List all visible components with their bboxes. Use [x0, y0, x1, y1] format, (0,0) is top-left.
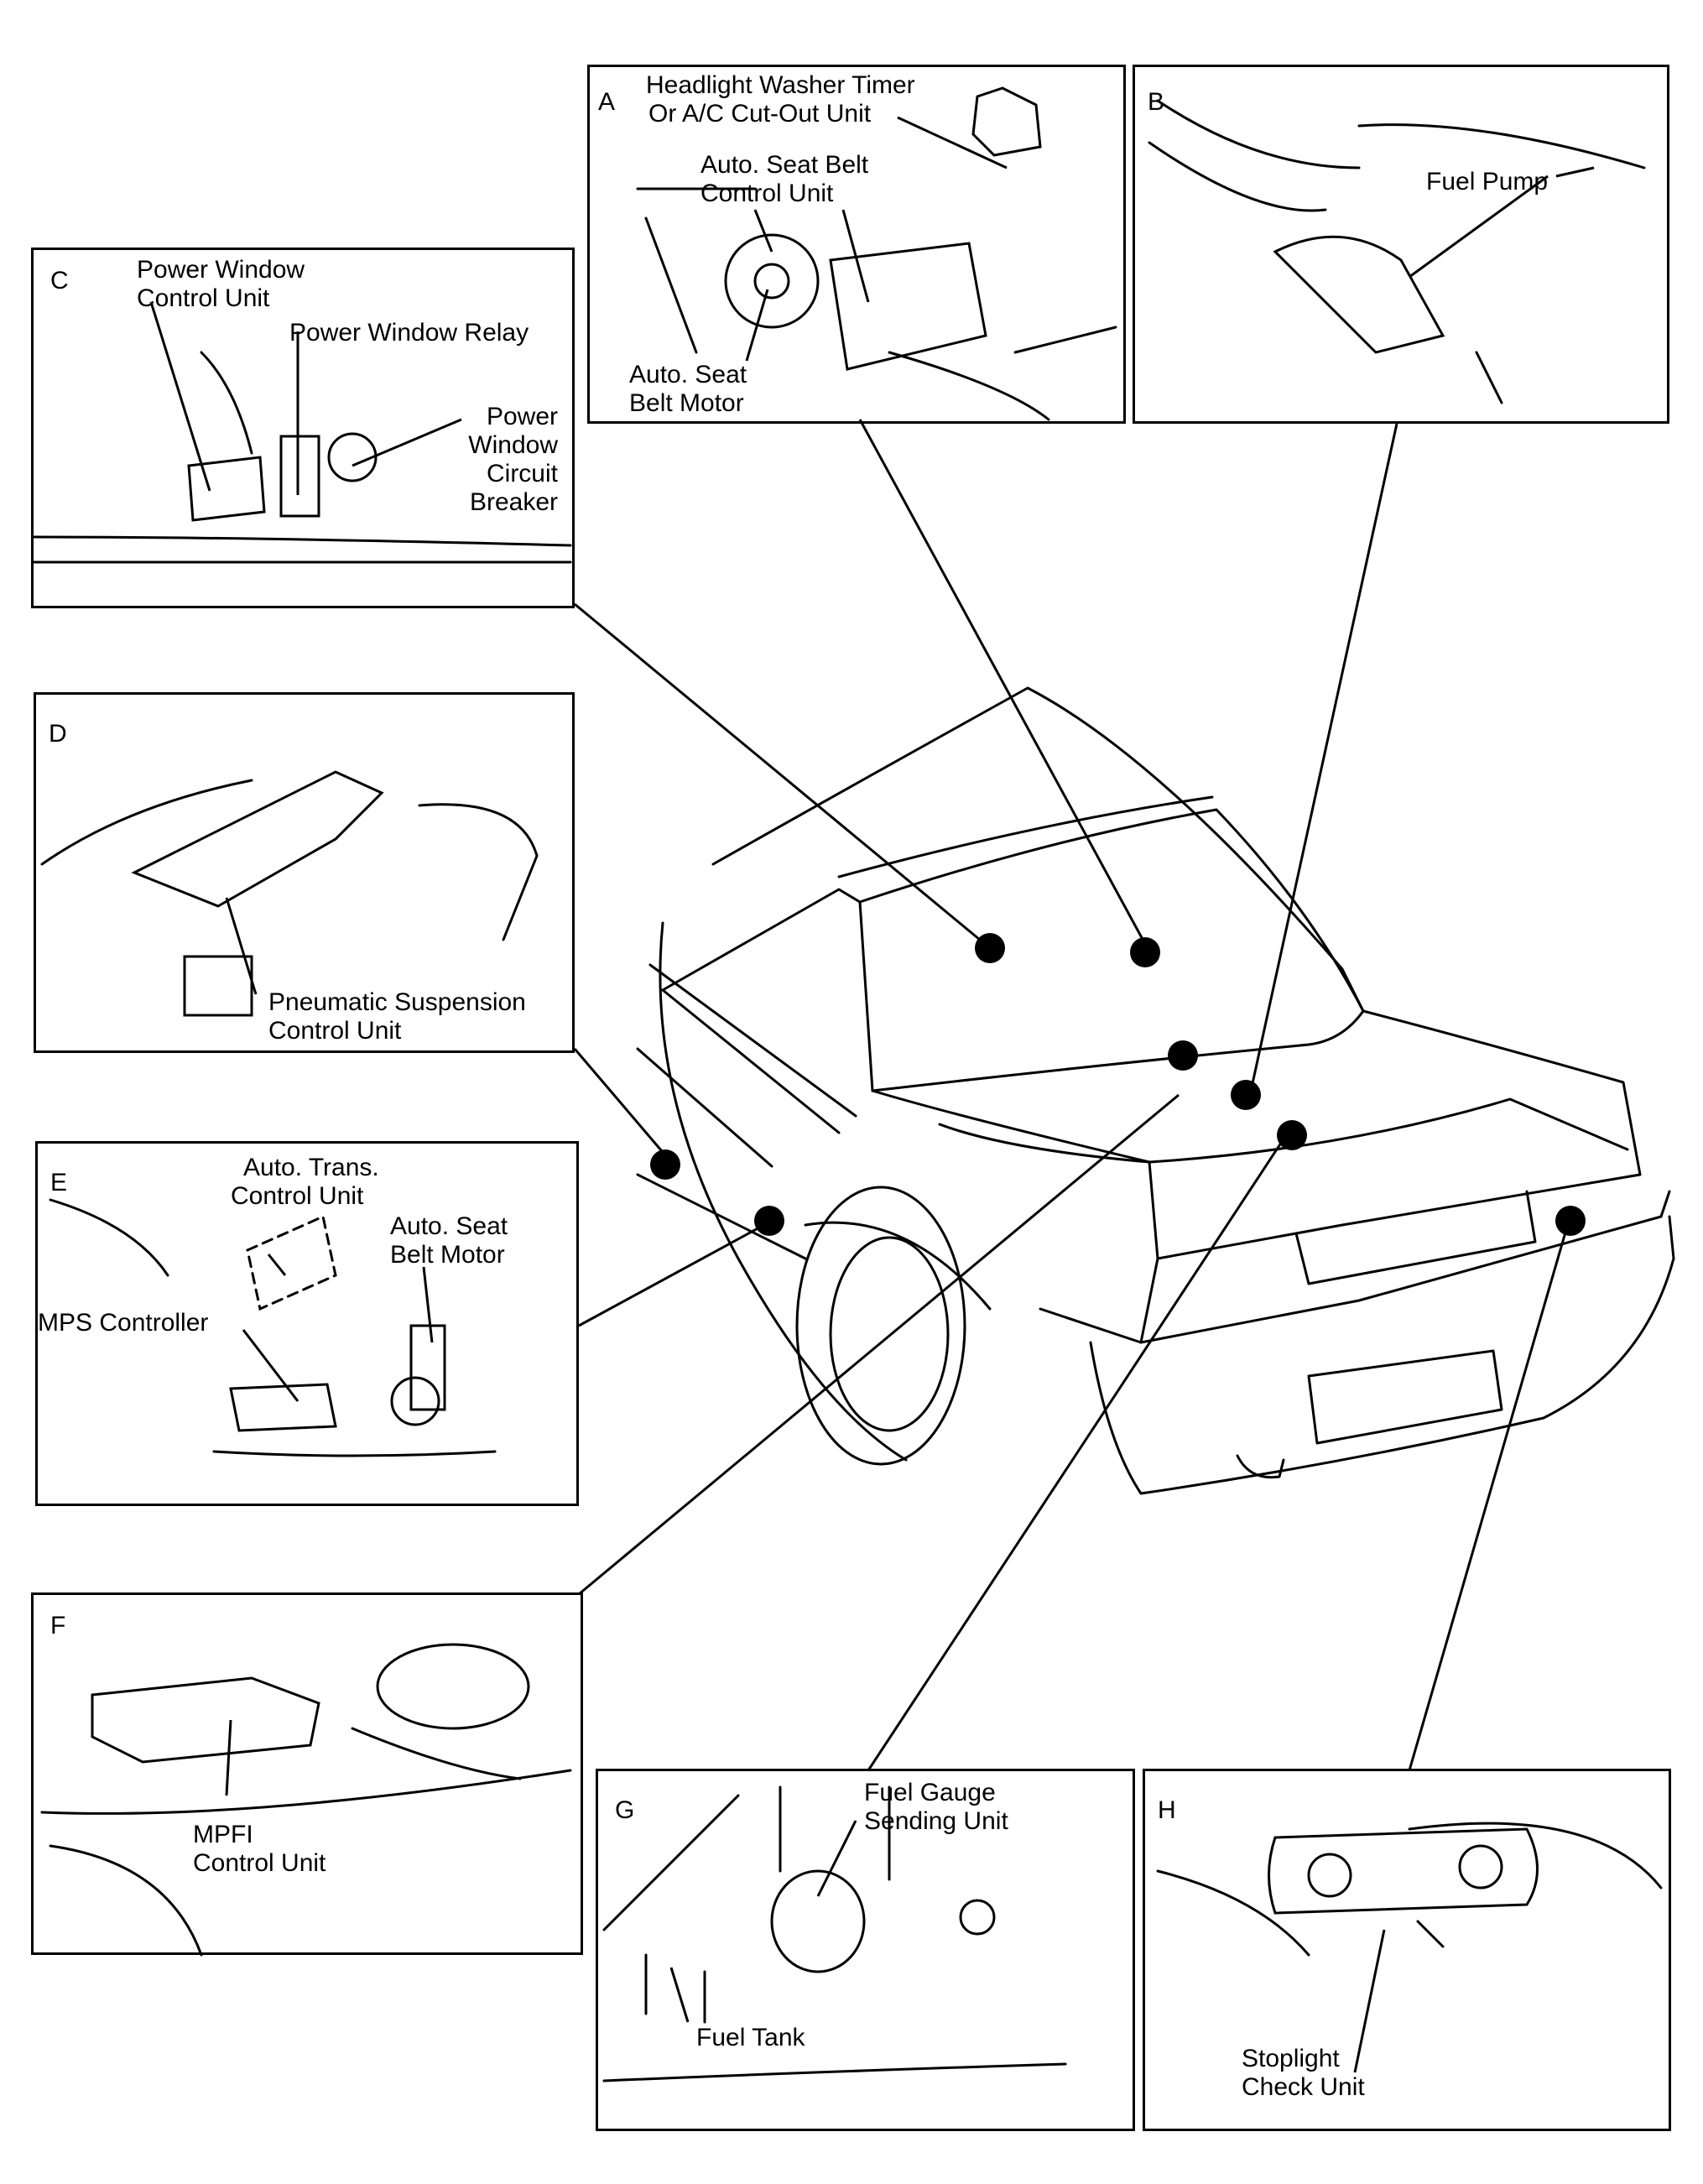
car-side-profile [659, 921, 908, 1462]
stoplight-housing [1268, 1827, 1539, 1915]
taillight-left [1039, 1307, 1143, 1344]
seat-belt-motor-box [409, 1324, 446, 1411]
panel-G: G [596, 1769, 1135, 2131]
trunk-edge [1362, 1009, 1642, 1176]
rear-wheel-inner [829, 1236, 950, 1432]
leader-B [1248, 423, 1398, 1096]
panel-letter-H: H [1158, 1796, 1176, 1824]
dot-F [1168, 1040, 1198, 1071]
side-line-2 [661, 988, 841, 1134]
panel-H: H [1143, 1769, 1671, 2131]
label-auto-trans-control-unit: Auto. Trans. Control Unit [231, 1154, 379, 1210]
leader-H [1408, 1220, 1570, 1771]
panel-letter-B: B [1148, 88, 1165, 116]
leader-G [867, 1132, 1289, 1771]
panel-E: E [35, 1141, 579, 1506]
side-line-1 [648, 963, 857, 1118]
label-power-window-relay: Power Window Relay [289, 319, 529, 347]
dot-A [1130, 937, 1160, 967]
panel-B: B [1133, 65, 1669, 424]
wheel-arch [804, 1221, 992, 1311]
rear-wheel-outer [795, 1186, 966, 1466]
label-headlight-washer-timer: Headlight Washer Timer Or A/C Cut-Out Un… [646, 71, 915, 128]
leader-A [858, 419, 1147, 945]
panel-D: D [34, 692, 575, 1053]
label-pneumatic-suspension-control-unit: Pneumatic Suspension Control Unit [268, 988, 526, 1045]
leader-lines [573, 419, 1570, 1771]
label-seat-belt-control-unit: Auto. Seat Belt Control Unit [700, 151, 869, 207]
dot-G [1277, 1120, 1307, 1150]
label-power-window-circuit-breaker: Power Window Circuit Breaker [468, 403, 558, 516]
mps-controller-box [229, 1383, 337, 1432]
washer-timer-unit [971, 86, 1042, 157]
leader-F [578, 1093, 1180, 1596]
panel-F: F [31, 1592, 583, 1955]
panel-C: C [31, 248, 575, 608]
label-fuel-tank: Fuel Tank [696, 2024, 805, 2051]
location-dots [650, 933, 1586, 1236]
side-line-3 [636, 1047, 773, 1168]
dot-B [1231, 1080, 1261, 1110]
leader-C [574, 602, 991, 950]
label-mps-controller: MPS Controller [38, 1309, 209, 1337]
callout-lines [149, 116, 1595, 2073]
panel-letter-E: E [50, 1169, 68, 1196]
label-fuel-gauge-sending-unit: Fuel Gauge Sending Unit [864, 1779, 1008, 1835]
panel-sketches [32, 86, 1663, 2082]
label-stoplight-check-unit: Stoplight Check Unit [1242, 2045, 1365, 2101]
panel-A: A [587, 65, 1126, 424]
pw-control-box [187, 456, 266, 522]
fuel-pump [1273, 235, 1445, 354]
label-seat-belt-motor-e: Auto. Seat Belt Motor [390, 1212, 508, 1269]
rear-window [858, 808, 1365, 1092]
trunk-lid [871, 1089, 1629, 1164]
belt-control-box [829, 242, 987, 371]
dot-H [1555, 1206, 1586, 1236]
mpfi-control-box [91, 1676, 320, 1764]
rear-panel-top [1148, 1160, 1642, 1260]
rear-bumper [1089, 1215, 1675, 1495]
pneumatic-control-box [131, 770, 384, 908]
pw-breaker-round [327, 432, 378, 482]
rear-panel-bottom [1139, 1190, 1671, 1344]
rear-window-left [661, 888, 874, 1092]
pw-relay-box [279, 435, 320, 518]
license-plate [1307, 1349, 1503, 1445]
dot-E [754, 1206, 784, 1236]
trunk-line [938, 1123, 1151, 1164]
label-fuel-pump: Fuel Pump [1426, 168, 1549, 195]
trans-control-dashed [246, 1214, 337, 1311]
label-seat-belt-motor-a: Auto. Seat Belt Motor [629, 361, 747, 417]
label-power-window-control-unit: Power Window Control Unit [137, 256, 305, 312]
side-line-4 [636, 1173, 807, 1260]
car-roof-line [711, 686, 1365, 1013]
fuel-gauge-unit [770, 1869, 866, 1973]
leader-E [578, 1219, 773, 1327]
roof-edge [837, 795, 1214, 878]
panel-letter-F: F [50, 1612, 66, 1639]
belt-motor-gear [724, 233, 820, 329]
dot-C [975, 933, 1005, 963]
taillight-center [1294, 1190, 1537, 1285]
panel-letter-G: G [615, 1796, 635, 1824]
label-mpfi-control-unit: MPFI Control Unit [193, 1821, 326, 1877]
leader-D [573, 1048, 673, 1163]
panel-letter-C: C [50, 267, 69, 295]
panel-letter-A: A [598, 88, 616, 116]
dot-D [650, 1149, 680, 1180]
exhaust-pipe [1236, 1454, 1285, 1479]
panel-letter-D: D [49, 720, 67, 748]
